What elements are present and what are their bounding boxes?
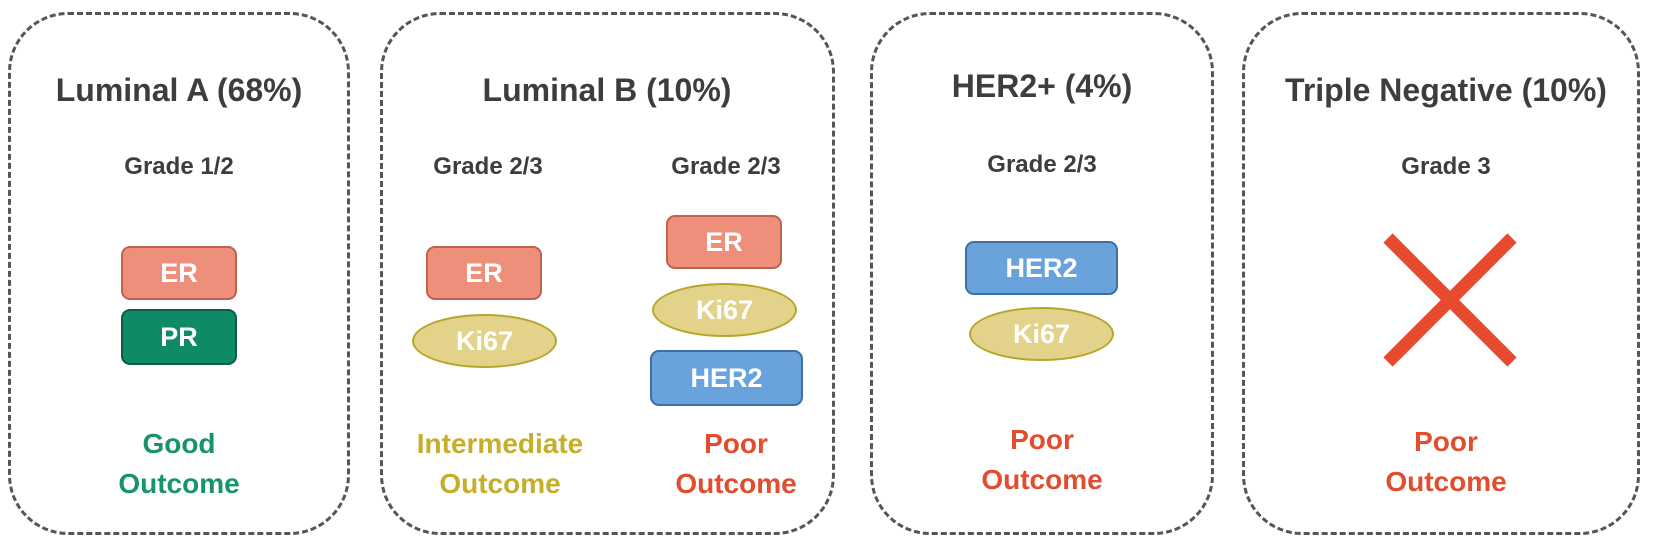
her2-marker: HER2 bbox=[650, 350, 803, 406]
er-marker: ER bbox=[666, 215, 782, 269]
er-marker: ER bbox=[121, 246, 237, 300]
er-marker: ER bbox=[426, 246, 542, 300]
outcome-luminal-b-poor: Poor Outcome bbox=[675, 424, 796, 504]
her2-marker: HER2 bbox=[965, 241, 1118, 295]
title-triple-negative: Triple Negative (10%) bbox=[1285, 72, 1607, 108]
ki67-marker: Ki67 bbox=[969, 307, 1114, 361]
outcome-line: Outcome bbox=[1385, 466, 1507, 497]
outcome-line: Poor bbox=[1414, 426, 1478, 457]
pr-marker: PR bbox=[121, 309, 237, 365]
outcome-line: Good bbox=[142, 428, 216, 459]
ki67-marker: Ki67 bbox=[652, 283, 797, 337]
outcome-luminal-a: Good Outcome bbox=[118, 424, 239, 504]
title-luminal-b: Luminal B (10%) bbox=[482, 72, 732, 108]
outcome-line: Outcome bbox=[675, 468, 797, 499]
ki67-marker: Ki67 bbox=[412, 314, 557, 368]
grade-luminal-b-poor: Grade 2/3 bbox=[671, 153, 781, 180]
outcome-luminal-b-intermediate: Intermediate Outcome bbox=[417, 424, 584, 504]
outcome-her2: Poor Outcome bbox=[981, 420, 1102, 500]
panel-triple-negative bbox=[1242, 12, 1640, 535]
title-luminal-a: Luminal A (68%) bbox=[55, 72, 303, 108]
outcome-triple-negative: Poor Outcome bbox=[1385, 422, 1506, 502]
cross-mark-icon bbox=[1383, 233, 1517, 367]
grade-luminal-a: Grade 1/2 bbox=[124, 153, 234, 180]
panel-her2 bbox=[870, 12, 1214, 535]
grade-her2: Grade 2/3 bbox=[987, 151, 1097, 178]
grade-luminal-b-intermediate: Grade 2/3 bbox=[433, 153, 543, 180]
outcome-line: Poor bbox=[1010, 424, 1074, 455]
outcome-line: Outcome bbox=[118, 468, 240, 499]
title-her2: HER2+ (4%) bbox=[951, 68, 1133, 104]
panel-luminal-a bbox=[8, 12, 350, 535]
outcome-line: Outcome bbox=[439, 468, 561, 499]
outcome-line: Intermediate bbox=[416, 428, 584, 459]
panel-luminal-b bbox=[380, 12, 835, 535]
grade-triple-negative: Grade 3 bbox=[1401, 153, 1491, 180]
outcome-line: Outcome bbox=[981, 464, 1103, 495]
outcome-line: Poor bbox=[704, 428, 768, 459]
